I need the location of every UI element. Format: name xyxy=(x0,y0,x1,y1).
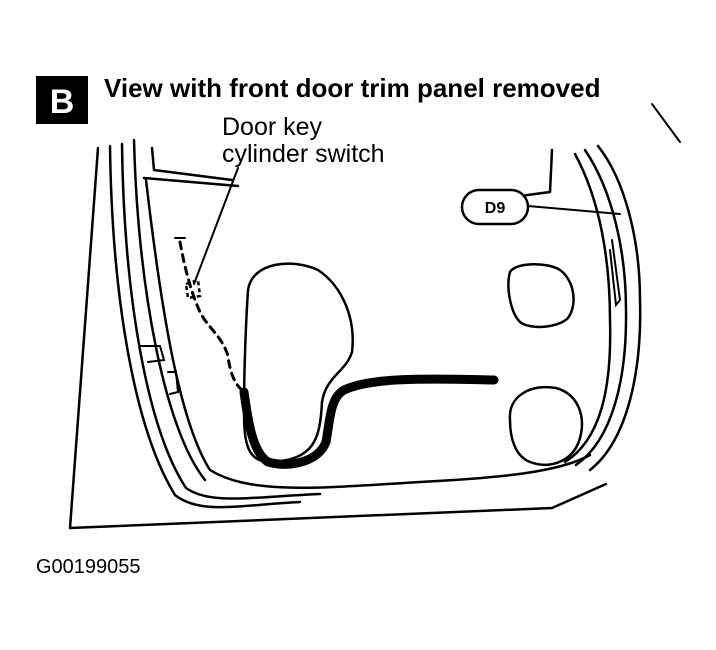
dashed-wire xyxy=(178,240,246,394)
door-key-label-line1: Door key xyxy=(222,113,323,141)
view-badge xyxy=(36,76,88,124)
speaker-opening xyxy=(508,386,584,466)
upper-opening xyxy=(507,263,575,329)
door-key-leader xyxy=(193,167,239,285)
door-outline xyxy=(68,103,681,530)
view-badge-letter: B xyxy=(50,83,75,121)
wire-harness xyxy=(239,374,499,469)
figure-id: G00199055 xyxy=(36,556,141,578)
connector-d9-label: D9 xyxy=(485,200,506,217)
diagram-title: View with front door trim panel removed xyxy=(104,73,600,103)
door-key-label-line2: cylinder switch xyxy=(222,140,385,168)
trim-opening xyxy=(242,262,354,464)
connector-d9-bubble xyxy=(460,188,530,226)
